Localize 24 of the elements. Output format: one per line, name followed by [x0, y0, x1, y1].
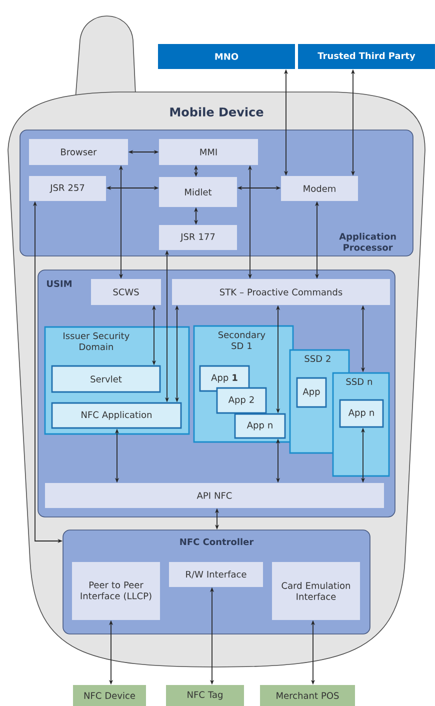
app-box: App — [296, 377, 327, 408]
app-box: Servlet — [51, 365, 161, 393]
module-box: SCWS — [91, 279, 161, 305]
app-box: App 2 — [216, 387, 267, 414]
interface-box: Peer to Peer Interface (LLCP) — [72, 562, 160, 620]
device-box: Merchant POS — [260, 685, 355, 706]
server-box: MNO — [158, 44, 295, 69]
interface-box: Card Emulation Interface — [272, 562, 360, 620]
module-box: MMI — [159, 139, 258, 165]
server-box: Trusted Third Party — [298, 44, 435, 69]
module-box: Modem — [281, 176, 358, 201]
module-box: STK – Proactive Commands — [172, 279, 390, 305]
device-box: NFC Tag — [166, 685, 244, 706]
module-box: Midlet — [159, 177, 237, 207]
device-box: NFC Device — [73, 685, 146, 706]
module-box: JSR 257 — [29, 176, 106, 201]
app-box: NFC Application — [51, 402, 182, 429]
app-box: App n — [339, 399, 384, 428]
module-box: API NFC — [45, 483, 384, 508]
interface-box: R/W Interface — [169, 562, 263, 587]
app-box: App n — [234, 413, 286, 439]
module-box: Browser — [29, 139, 128, 165]
module-box: JSR 177 — [159, 225, 237, 250]
app-box: App 1 — [199, 365, 250, 392]
